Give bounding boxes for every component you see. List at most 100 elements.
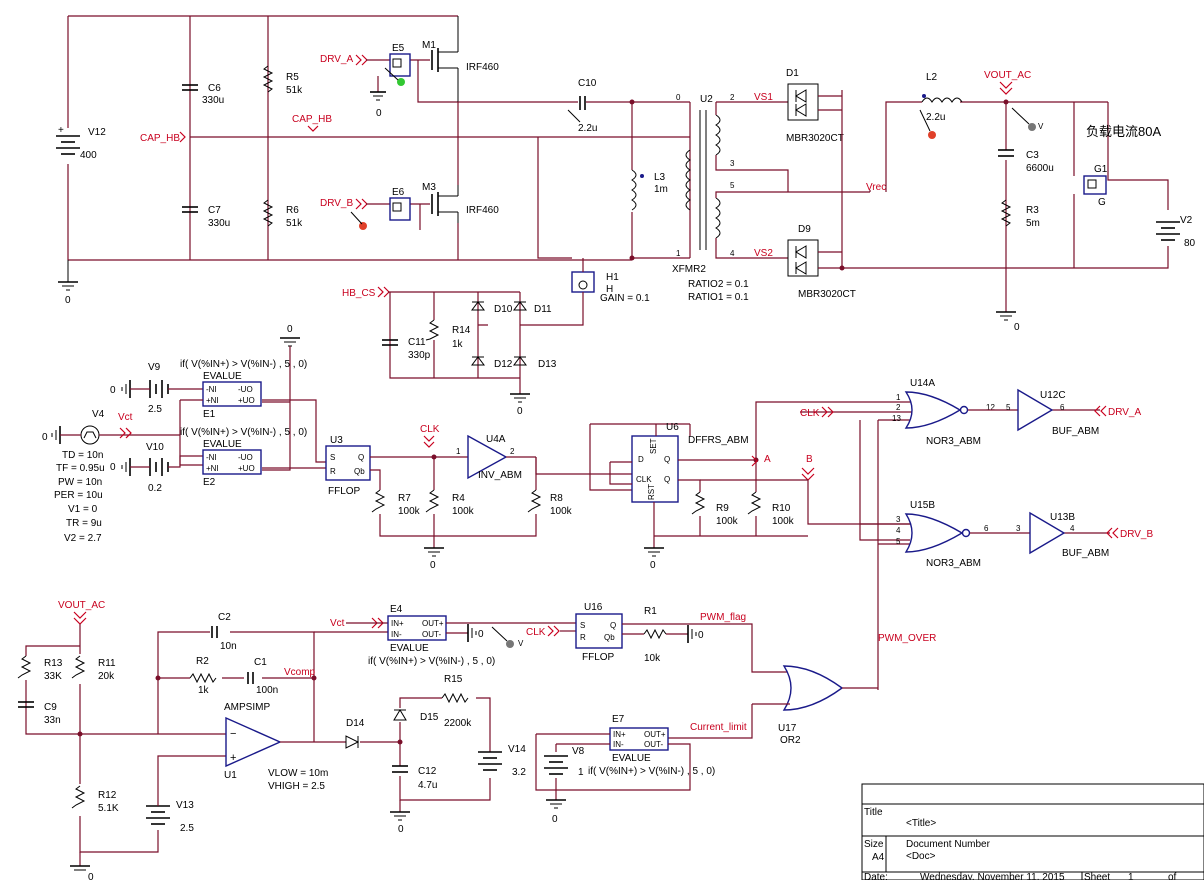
v4-v2: V2 = 2.7 xyxy=(64,533,102,544)
v2-battery-symbol xyxy=(1156,221,1180,241)
size-value: A4 xyxy=(872,852,885,863)
d1-dual-diode xyxy=(787,83,842,121)
v14-value: 3.2 xyxy=(512,767,526,778)
vout-ac-netlabel: VOUT_AC xyxy=(984,70,1031,81)
g1-ref: G1 xyxy=(1094,164,1108,175)
u12c-value: BUF_ABM xyxy=(1052,426,1099,437)
svg-text:Qb: Qb xyxy=(354,467,365,476)
ground-label: 0 xyxy=(398,824,404,835)
ground-symbol xyxy=(121,458,131,476)
svg-text:+NI: +NI xyxy=(206,396,219,405)
h1-ref: H1 xyxy=(606,272,619,283)
c6-ref: C6 xyxy=(208,83,221,94)
svg-text:2: 2 xyxy=(896,403,901,412)
svg-text:RST: RST xyxy=(647,484,656,500)
e5-ref: E5 xyxy=(392,43,405,54)
pin-0: 0 xyxy=(676,93,681,102)
docnum-label: Document Number xyxy=(906,839,991,850)
v13-value: 2.5 xyxy=(180,823,194,834)
ground-label: 0 xyxy=(110,385,116,396)
u4a-ref: U4A xyxy=(486,434,506,445)
r6-ref: R6 xyxy=(286,205,299,216)
e1-expr: if( V(%IN+) > V(%IN-) , 5 , 0) xyxy=(180,359,307,370)
u3-ref: U3 xyxy=(330,435,343,446)
ground-label: 0 xyxy=(88,872,94,880)
m3-value: IRF460 xyxy=(466,205,499,216)
r1-ref: R1 xyxy=(644,606,657,617)
r2-ref: R2 xyxy=(196,656,209,667)
d11-ref: D11 xyxy=(534,304,552,315)
svg-text:4: 4 xyxy=(896,526,901,535)
r1-value: 10k xyxy=(644,653,661,664)
size-label: Size xyxy=(864,839,884,850)
u6-dffrs-block xyxy=(631,435,679,503)
svg-text:IN-: IN- xyxy=(391,630,402,639)
r9-resistor xyxy=(691,491,706,515)
l3-value: 1m xyxy=(654,184,668,195)
r7-ref: R7 xyxy=(398,493,411,504)
bridge-diodes xyxy=(471,301,527,366)
v10-ref: V10 xyxy=(146,442,164,453)
r5-value: 51k xyxy=(286,85,303,96)
m3-ref: M3 xyxy=(422,182,436,193)
d14-ref: D14 xyxy=(346,718,365,729)
ground-symbol xyxy=(58,260,78,291)
svg-text:+: + xyxy=(230,752,236,764)
r3-value: 5m xyxy=(1026,218,1040,229)
u13b-buffer xyxy=(1029,511,1066,555)
c10-ref: C10 xyxy=(578,78,597,89)
docnum-value: <Doc> xyxy=(906,851,936,862)
c11-capacitor xyxy=(382,339,398,346)
r12-ref: R12 xyxy=(98,790,117,801)
svg-text:OUT-: OUT- xyxy=(422,630,441,639)
ground-symbol xyxy=(51,426,61,444)
r10-value: 100k xyxy=(772,516,795,527)
svg-text:V: V xyxy=(1038,122,1044,131)
c1-capacitor xyxy=(247,672,254,684)
ground-label: 0 xyxy=(42,432,48,443)
svg-text:IN+: IN+ xyxy=(613,730,626,739)
vout-ac-netlabel-2: VOUT_AC xyxy=(58,600,105,611)
d15-diode xyxy=(393,709,407,721)
v4-tr: TR = 9u xyxy=(66,518,102,529)
v4-ref: V4 xyxy=(92,409,105,420)
e1-ref: E1 xyxy=(203,409,216,420)
r6-value: 51k xyxy=(286,218,303,229)
d1-value: MBR3020CT xyxy=(786,133,844,144)
cap-hb-netlabel-2: CAP_HB xyxy=(292,114,332,125)
b-netlabel: B xyxy=(806,454,813,465)
e2-expr: if( V(%IN+) > V(%IN-) , 5 , 0) xyxy=(180,427,307,438)
c9-value: 33n xyxy=(44,715,61,726)
svg-text:OUT+: OUT+ xyxy=(644,730,666,739)
ground-label: 0 xyxy=(376,108,382,119)
u15b-ref: U15B xyxy=(910,500,935,511)
xfmr2-ratio1: RATIO1 = 0.1 xyxy=(688,292,749,303)
clk-netlabel-3: CLK xyxy=(526,627,546,638)
r14-value: 1k xyxy=(452,339,464,350)
svg-text:R: R xyxy=(330,467,336,476)
r2-value: 1k xyxy=(198,685,210,696)
svg-text:4: 4 xyxy=(1070,524,1075,533)
power-stage: + V12 400 0 C6 330u C7 330u R5 51k R6 51… xyxy=(56,15,1196,417)
c3-value: 6600u xyxy=(1026,163,1054,174)
svg-text:+: + xyxy=(58,125,64,136)
m3-mosfet xyxy=(431,185,459,223)
svg-text:V: V xyxy=(518,639,524,648)
drv-b-netlabel-2: DRV_B xyxy=(1120,529,1153,540)
e7-ref: E7 xyxy=(612,714,625,725)
svg-text:3: 3 xyxy=(1016,524,1021,533)
svg-text:5: 5 xyxy=(1006,403,1011,412)
u3-value: FFLOP xyxy=(328,486,361,497)
r15-resistor xyxy=(441,692,469,704)
e7-expr: if( V(%IN+) > V(%IN-) , 5 , 0) xyxy=(588,766,715,777)
probe-marker-gray xyxy=(506,640,514,648)
svg-text:1: 1 xyxy=(896,393,901,402)
svg-text:+UO: +UO xyxy=(238,396,255,405)
title-label: Title xyxy=(864,807,883,818)
d12-ref: D12 xyxy=(494,359,513,370)
v10-battery-symbol xyxy=(149,458,169,476)
d9-value: MBR3020CT xyxy=(798,289,856,300)
svg-text:6: 6 xyxy=(1060,403,1065,412)
ground-symbol xyxy=(467,624,477,642)
r14-resistor xyxy=(425,319,440,341)
